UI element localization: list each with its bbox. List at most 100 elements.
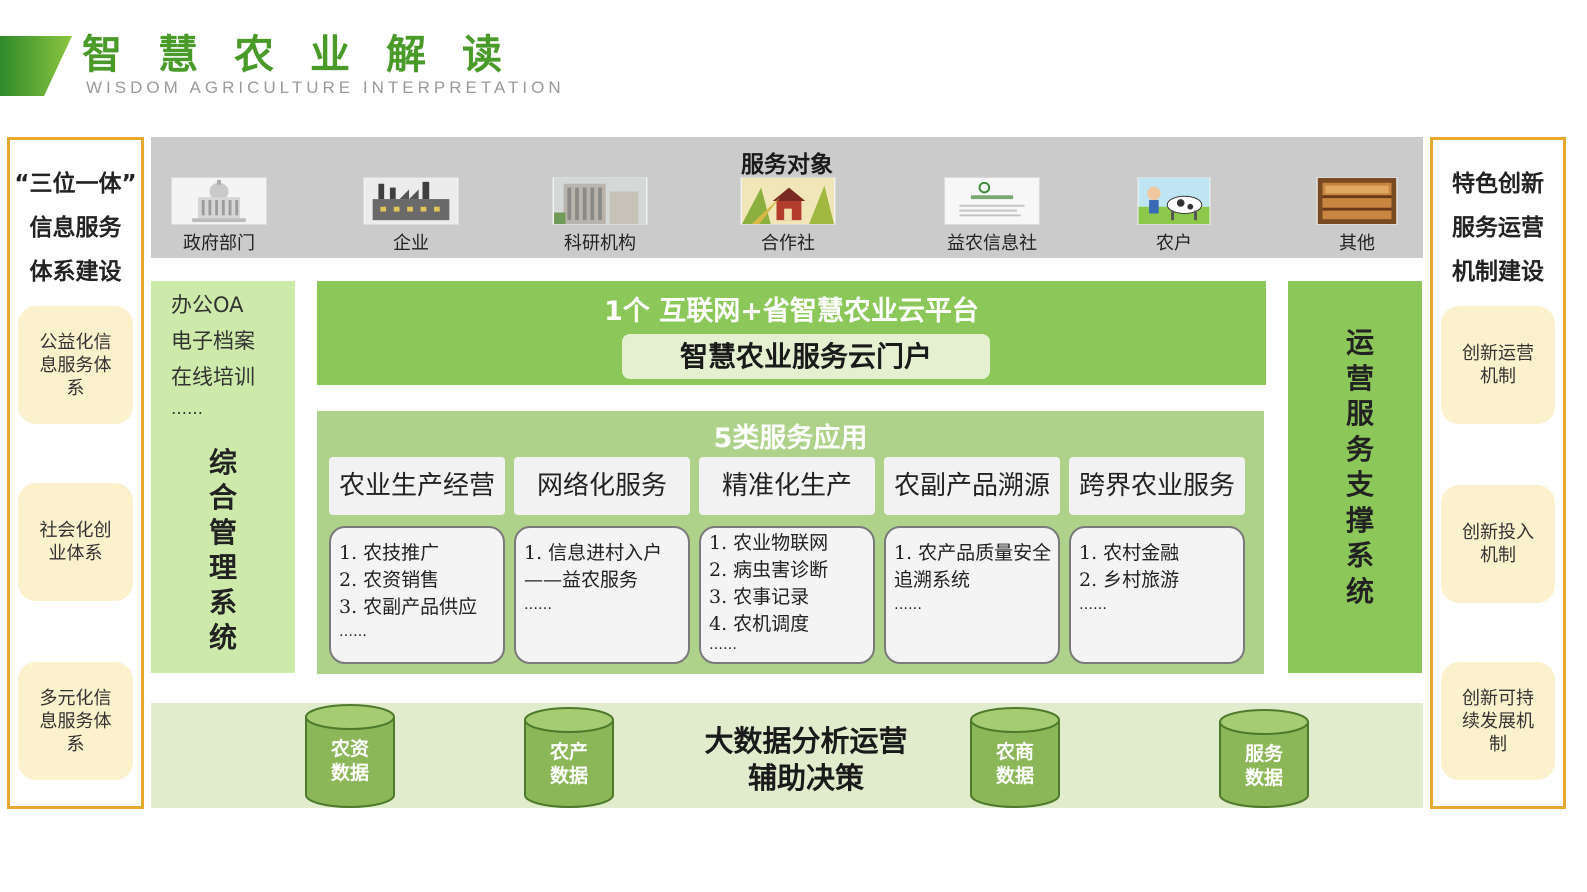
research-institute-icon [552, 177, 648, 225]
service-object-farmer: 农户 [1137, 177, 1211, 255]
sustainable-development-pill: 创新可持续发展机制 [1441, 662, 1555, 780]
operations-support-panel: 运营服务支撑系统 [1288, 281, 1422, 673]
service-object-label: 企业 [393, 233, 429, 254]
app-list-item: …… [524, 597, 552, 613]
app-list-item: 3. 农事记录 [709, 586, 810, 608]
service-object-cooperative: 合作社 [740, 177, 836, 255]
database-label-text: 农商数据 [995, 741, 1034, 787]
service-object-label: 其他 [1339, 233, 1375, 254]
service-object-research: 科研机构 [552, 177, 648, 255]
yinong-sign-icon [944, 177, 1040, 225]
cooperative-farm-icon [740, 177, 836, 225]
service-objects-title: 服务对象 [741, 152, 833, 178]
social-startup-pill: 社会化创业体系 [18, 483, 133, 601]
database-label: 农资数据 [303, 737, 397, 785]
database-icon [524, 707, 614, 808]
database-cylinder-agri-materials: 农资数据 [303, 703, 397, 809]
service-apps-panel: 5类服务应用 农业生产经营 网络化服务 精准化生产 农副产品溯源 跨界农业服务 … [317, 411, 1264, 674]
database-cylinder-agri-commerce: 农商数据 [968, 706, 1062, 809]
database-cylinder-service: 服务数据 [1217, 708, 1311, 809]
management-feature-item: 办公OA [171, 293, 244, 317]
database-cylinder-agri-products: 农产数据 [522, 706, 616, 809]
service-object-government: 政府部门 [171, 177, 267, 255]
app-list-item: 2. 乡村旅游 [1079, 569, 1180, 591]
app-list-item: 1. 农业物联网 [709, 532, 829, 554]
management-feature-list: 办公OA 电子档案 在线培训 …… [171, 287, 255, 423]
service-object-label: 农户 [1156, 233, 1192, 254]
big-data-title-line: 辅助决策 [747, 761, 864, 795]
service-object-enterprise: 企业 [363, 177, 459, 255]
app-list-item: 1. 农村金融 [1079, 542, 1180, 564]
page-subtitle: WISDOM AGRICULTURE INTERPRETATION [86, 78, 565, 97]
factory-icon [363, 177, 459, 225]
management-system-title: 综合管理系统 [208, 446, 237, 654]
app-list-item: 1. 农技推广 [339, 542, 440, 564]
database-label: 农商数据 [968, 740, 1062, 788]
app-list-item: 1. 农产品质量安全追溯系统 [894, 542, 1052, 591]
database-icon [1219, 709, 1309, 808]
app-list-item: 3. 农副产品供应 [339, 596, 478, 618]
app-list-item: …… [1079, 597, 1107, 613]
database-label-text: 农产数据 [549, 741, 588, 787]
app-list-item: 1. 信息进村入户——益农服务 [524, 542, 663, 591]
app-category-header: 精准化生产 [699, 457, 875, 515]
innovation-mechanism-title-line: 特色创新 [1452, 171, 1544, 197]
service-object-label: 合作社 [761, 233, 815, 254]
database-icon [305, 704, 395, 808]
service-object-other: 其他 [1316, 177, 1398, 255]
app-list-item: 2. 农资销售 [339, 569, 440, 591]
innovation-mechanism-title-line: 服务运营 [1452, 215, 1544, 241]
app-category-header: 农业生产经营 [329, 457, 505, 515]
service-object-label: 政府部门 [183, 233, 255, 254]
public-info-service-pill: 公益化信息服务体系 [18, 306, 133, 424]
app-list-item: 2. 病虫害诊断 [709, 559, 829, 581]
cloud-platform-panel: 1个 互联网+省智慧农业云平台 智慧农业服务云门户 [317, 281, 1266, 385]
app-list-item: …… [709, 637, 737, 653]
diversified-info-service-pill: 多元化信息服务体系 [18, 662, 133, 780]
database-label: 农产数据 [522, 740, 616, 788]
app-category-list: 1. 农技推广 2. 农资销售 3. 农副产品供应 …… [329, 526, 505, 664]
innovation-mechanism-title-line: 机制建设 [1452, 259, 1544, 285]
cloud-portal-label: 智慧农业服务云门户 [622, 334, 990, 379]
big-data-title-line: 大数据分析运营 [704, 724, 908, 758]
three-in-one-title: “三位一体” 信息服务 体系建设 [10, 162, 141, 294]
app-category-list: 1. 农业物联网 2. 病虫害诊断 3. 农事记录 4. 农机调度 …… [699, 526, 875, 664]
three-in-one-title-line: 信息服务 [29, 215, 122, 241]
service-object-yinong: 益农信息社 [944, 177, 1040, 255]
database-icon [970, 707, 1060, 808]
service-apps-title: 5类服务应用 [713, 423, 868, 454]
shelf-icon [1316, 177, 1398, 225]
three-in-one-panel: “三位一体” 信息服务 体系建设 公益化信息服务体系 社会化创业体系 多元化信息… [7, 137, 144, 809]
management-feature-item: 在线培训 [171, 365, 255, 389]
app-category-header: 跨界农业服务 [1069, 457, 1245, 515]
service-object-label: 益农信息社 [947, 233, 1037, 254]
database-label-text: 服务数据 [1244, 743, 1283, 789]
operations-support-title: 运营服务支撑系统 [1345, 326, 1374, 608]
app-category-list: 1. 农村金融 2. 乡村旅游 …… [1069, 526, 1245, 664]
government-building-icon [171, 177, 267, 225]
three-in-one-title-line: 体系建设 [29, 259, 122, 285]
big-data-title: 大数据分析运营 辅助决策 [671, 723, 941, 797]
big-data-panel: 大数据分析运营 辅助决策 农资数据 农产数据 农商数据 [151, 703, 1423, 808]
management-feature-item: 电子档案 [171, 329, 255, 353]
innovative-investment-pill: 创新投入机制 [1441, 485, 1555, 603]
database-label: 服务数据 [1217, 742, 1311, 790]
management-feature-item: …… [171, 399, 203, 418]
service-object-label: 科研机构 [564, 233, 636, 254]
farmer-cow-icon [1137, 177, 1211, 225]
app-category-header: 农副产品溯源 [884, 457, 1060, 515]
header-accent-shape [0, 36, 72, 96]
three-in-one-title-line: “三位一体” [14, 171, 137, 197]
app-category-list: 1. 农产品质量安全追溯系统 …… [884, 526, 1060, 664]
management-system-panel: 办公OA 电子档案 在线培训 …… 综合管理系统 [151, 281, 295, 673]
cloud-platform-title: 1个 互联网+省智慧农业云平台 [604, 296, 979, 327]
app-category-list: 1. 信息进村入户——益农服务 …… [514, 526, 690, 664]
app-category-header: 网络化服务 [514, 457, 690, 515]
app-list-item: …… [339, 624, 367, 640]
innovation-mechanism-title: 特色创新 服务运营 机制建设 [1433, 162, 1563, 294]
innovation-mechanism-panel: 特色创新 服务运营 机制建设 创新运营机制 创新投入机制 创新可持续发展机制 [1430, 137, 1566, 809]
app-list-item: …… [894, 597, 922, 613]
innovative-operation-pill: 创新运营机制 [1441, 306, 1555, 424]
page-title: 智慧农业解读 [82, 32, 538, 78]
database-label-text: 农资数据 [330, 738, 369, 784]
